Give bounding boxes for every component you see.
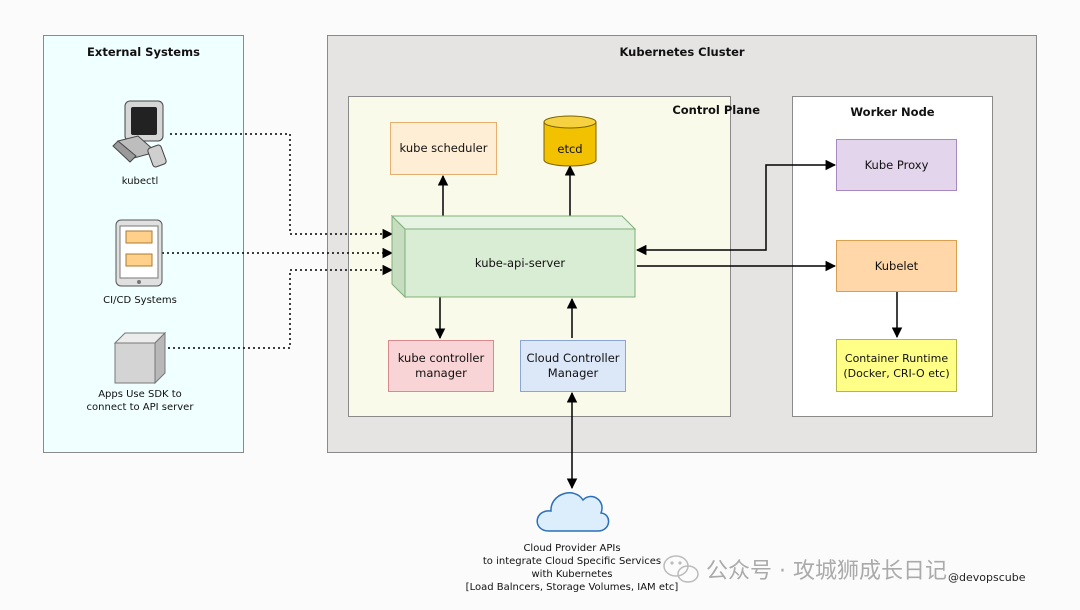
sdk-connector <box>168 264 394 349</box>
wechat-icon <box>663 555 699 583</box>
tablet-icon <box>115 219 163 287</box>
kube-scheduler-node: kube scheduler <box>390 122 497 175</box>
computer-icon <box>112 100 167 168</box>
watermark-text: 公众号 · 攻城狮成长日记 <box>706 559 947 584</box>
sdk-label-line1: Apps Use SDK to <box>98 389 182 400</box>
cloud-provider-line2: to integrate Cloud Specific Services <box>482 556 662 567</box>
api-server-box <box>390 214 637 299</box>
devopscube-handle: @devopscube <box>948 571 1026 584</box>
container-runtime-node: Container Runtime (Docker, CRI-O etc) <box>836 339 957 392</box>
container-runtime-label-1: Container Runtime <box>844 351 949 365</box>
kube-controller-manager-label-2: manager <box>415 366 467 380</box>
cloud-provider-line4: [Load Balncers, Storage Volumes, IAM etc… <box>465 582 679 593</box>
etcd-node: etcd <box>544 136 596 162</box>
api-kubeproxy-arrow <box>635 159 837 256</box>
kube-proxy-label: Kube Proxy <box>864 157 929 172</box>
cube-icon <box>113 331 167 385</box>
cloud-provider-line3: with Kubernetes <box>531 569 613 580</box>
kubectl-connector <box>170 133 394 240</box>
container-runtime-label-2: (Docker, CRI-O etc) <box>843 366 950 380</box>
cloud-provider-line1: Cloud Provider APIs <box>523 543 621 554</box>
etcd-cylinder-icon <box>543 115 597 167</box>
cloud-controller-manager-label-2: Manager <box>547 366 599 380</box>
kube-controller-manager-node: kube controller manager <box>388 340 494 392</box>
kubernetes-cluster-title: Kubernetes Cluster <box>619 45 745 59</box>
kubectl-label: kubectl <box>121 176 159 187</box>
kubelet-node: Kubelet <box>836 240 957 292</box>
kube-api-server-label: kube-api-server <box>474 255 566 270</box>
cicd-label: CI/CD Systems <box>103 295 177 306</box>
kube-scheduler-label: kube scheduler <box>399 141 488 155</box>
control-plane-title: Control Plane <box>672 103 760 117</box>
kube-api-server-node: kube-api-server <box>405 229 635 297</box>
kubelet-label: Kubelet <box>874 258 919 273</box>
external-systems-title: External Systems <box>87 45 200 59</box>
kube-controller-manager-label-1: kube controller <box>397 351 485 365</box>
kube-proxy-node: Kube Proxy <box>836 139 957 191</box>
cloud-controller-manager-label-1: Cloud Controller <box>526 351 620 365</box>
cloud-controller-manager-node: Cloud Controller Manager <box>520 340 626 392</box>
etcd-label: etcd <box>557 141 583 156</box>
sdk-label-line2: connect to API server <box>86 402 194 413</box>
worker-node-title: Worker Node <box>850 105 935 119</box>
cloud-icon <box>536 492 610 532</box>
